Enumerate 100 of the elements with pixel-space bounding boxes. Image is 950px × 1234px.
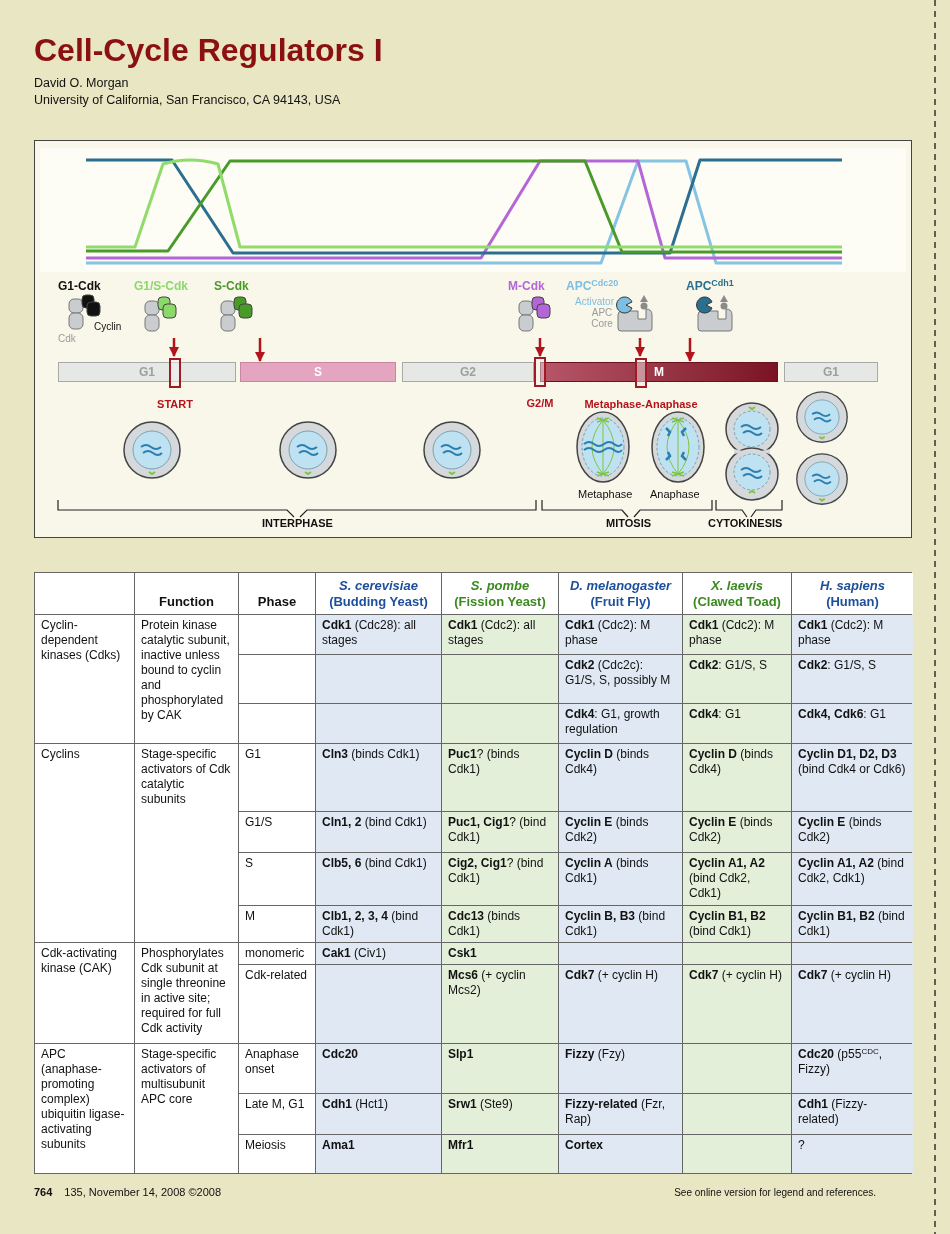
- citation: 135, November 14, 2008 ©2008: [64, 1185, 222, 1200]
- table-cell: G1/S: [239, 812, 315, 852]
- phase-bar: [240, 362, 396, 382]
- row-heading: Cdk-activating kinase (CAK): [35, 943, 134, 1043]
- table-cell: Cak1 (Civ1): [316, 943, 441, 964]
- table-cell: Cyclin B1, B2 (bind Cdk1): [683, 906, 791, 942]
- table-cell: Mcs6 (+ cyclin Mcs2): [442, 965, 558, 1043]
- table-cell: Cyclin B1, B2 (bind Cdk1): [792, 906, 913, 942]
- table-cell: Cdk4, Cdk6: G1: [792, 704, 913, 743]
- phase-bar: [402, 362, 534, 382]
- complex-name: APC$^{Cdc20}$: [566, 277, 619, 295]
- table-cell: Clb5, 6 (bind Cdk1): [316, 853, 441, 905]
- header-cell: Phase: [239, 573, 315, 614]
- stage-label: MITOSIS: [606, 516, 652, 531]
- table-cell: Cdk2: G1/S, S: [683, 655, 791, 703]
- checkpoint-label: G2/M: [526, 396, 554, 411]
- table-cell: Cyclin E (binds Cdk2): [559, 812, 682, 852]
- row-heading: Cyclin-dependent kinases (Cdks): [35, 615, 134, 743]
- table-cell: Cyclin E (binds Cdk2): [792, 812, 913, 852]
- affiliation: University of California, San Francisco, CA 94143, USA: [34, 92, 341, 109]
- table-cell: ?: [792, 1135, 913, 1173]
- row-heading: Phosphorylates Cdk subunit at single threonine in active site; required for full Cdk activity: [135, 943, 238, 1043]
- table-cell: Cdk1 (Cdc2): all stages: [442, 615, 558, 654]
- row-heading: APC (anaphase-promoting complex) ubiquitin ligase-activating subunits: [35, 1044, 134, 1173]
- phase-label: S: [314, 364, 322, 381]
- page-number: 764: [34, 1185, 53, 1200]
- table-cell: Cyclin D (binds Cdk4): [683, 744, 791, 811]
- subunit-label: Cyclin: [94, 320, 122, 334]
- arrow: [255, 338, 265, 362]
- stage-label: Metaphase: [578, 487, 633, 502]
- table-cell: Cdk7 (+ cyclin H): [559, 965, 682, 1043]
- table-cell: Cdc20: [316, 1044, 441, 1093]
- table-cell: S: [239, 853, 315, 905]
- phase-label: G1: [823, 364, 839, 381]
- complex-name: S-Cdk: [214, 278, 249, 295]
- table-cell: Cdc13 (binds Cdk1): [442, 906, 558, 942]
- header-cell: H. sapiens (Human): [792, 573, 913, 614]
- table-cell: Cyclin E (binds Cdk2): [683, 812, 791, 852]
- author: David O. Morgan: [34, 75, 129, 92]
- table-cell: Clb1, 2, 3, 4 (bind Cdk1): [316, 906, 441, 942]
- header-cell: X. laevis (Clawed Toad): [683, 573, 791, 614]
- checkpoint-label: Metaphase-Anaphase: [584, 397, 698, 412]
- table-cell: G1: [239, 744, 315, 811]
- table-cell: Cdk1 (Cdc2): M phase: [683, 615, 791, 654]
- table-cell: Cdk7 (+ cyclin H): [792, 965, 913, 1043]
- table-cell: Cyclin B, B3 (bind Cdk1): [559, 906, 682, 942]
- subunit-label: APC Core: [590, 307, 614, 329]
- complex-name: APC$^{Cdh1}$: [686, 277, 734, 295]
- table-cell: Srw1 (Ste9): [442, 1094, 558, 1134]
- row-heading: Protein kinase catalytic subunit, inactive unless bound to cyclin and phosphorylated by CAK: [135, 615, 238, 743]
- header-cell: Function: [135, 573, 238, 614]
- table-cell: Slp1: [442, 1044, 558, 1093]
- table-cell: Cyclin D1, D2, D3 (bind Cdk4 or Cdk6): [792, 744, 913, 811]
- table-cell: Cortex: [559, 1135, 682, 1173]
- arrow: [635, 338, 645, 357]
- stage-label: INTERPHASE: [262, 516, 333, 531]
- complex-name: G1/S-Cdk: [134, 278, 188, 295]
- stage-label: CYTOKINESIS: [708, 516, 783, 531]
- table-cell: Csk1: [442, 943, 558, 964]
- table-cell: Cdk4: G1, growth regulation: [559, 704, 682, 743]
- table-cell: Cyclin D (binds Cdk4): [559, 744, 682, 811]
- table-cell: Cdh1 (Fizzy-related): [792, 1094, 913, 1134]
- phase-label: M: [654, 364, 664, 381]
- table-cell: Cdk2 (Cdc2c): G1/S, S, possibly M: [559, 655, 682, 703]
- table-cell: Fizzy (Fzy): [559, 1044, 682, 1093]
- subunit-label: Activator: [574, 295, 614, 308]
- table-cell: Cdh1 (Hct1): [316, 1094, 441, 1134]
- table-cell: Cig2, Cig1? (bind Cdk1): [442, 853, 558, 905]
- checkpoint-label: START: [157, 397, 193, 412]
- footer-note: See online version for legend and references.: [674, 1186, 876, 1200]
- phase-label: G2: [460, 364, 476, 381]
- table-cell: Cdk1 (Cdc2): M phase: [559, 615, 682, 654]
- complex-name: G1-Cdk: [58, 278, 101, 295]
- table-cell: Cyclin A1, A2 (bind Cdk2, Cdk1): [683, 853, 791, 905]
- arrow: [685, 338, 695, 362]
- table-cell: Cdc20 (p55$^{CDC}$, Fizzy): [792, 1044, 913, 1093]
- table-cell: Cdk4: G1: [683, 704, 791, 743]
- table-cell: Cdk1 (Cdc28): all stages: [316, 615, 441, 654]
- table-cell: Cyclin A (binds Cdk1): [559, 853, 682, 905]
- table-cell: Cdk-related: [239, 965, 315, 1043]
- header-cell: S. cerevisiae (Budding Yeast): [316, 573, 441, 614]
- table-cell: Late M, G1: [239, 1094, 315, 1134]
- title: Cell-Cycle Regulators I: [34, 31, 383, 70]
- table-cell: Puc1, Cig1? (bind Cdk1): [442, 812, 558, 852]
- arrow: [535, 338, 545, 357]
- table-cell: M: [239, 906, 315, 942]
- table-cell: Anaphase onset: [239, 1044, 315, 1093]
- arrow: [169, 338, 179, 357]
- phase-label: G1: [139, 364, 155, 381]
- table-cell: Fizzy-related (Fzr, Rap): [559, 1094, 682, 1134]
- header-cell: D. melanogaster (Fruit Fly): [559, 573, 682, 614]
- row-heading: Stage-specific activators of multisubunit APC core: [135, 1044, 238, 1173]
- table-cell: Mfr1: [442, 1135, 558, 1173]
- table-cell: Cln1, 2 (bind Cdk1): [316, 812, 441, 852]
- row-heading: Cyclins: [35, 744, 134, 942]
- header-cell: S. pombe (Fission Yeast): [442, 573, 558, 614]
- table-cell: Ama1: [316, 1135, 441, 1173]
- table-cell: Cdk1 (Cdc2): M phase: [792, 615, 913, 654]
- table-cell: Cln3 (binds Cdk1): [316, 744, 441, 811]
- table-cell: Meiosis: [239, 1135, 315, 1173]
